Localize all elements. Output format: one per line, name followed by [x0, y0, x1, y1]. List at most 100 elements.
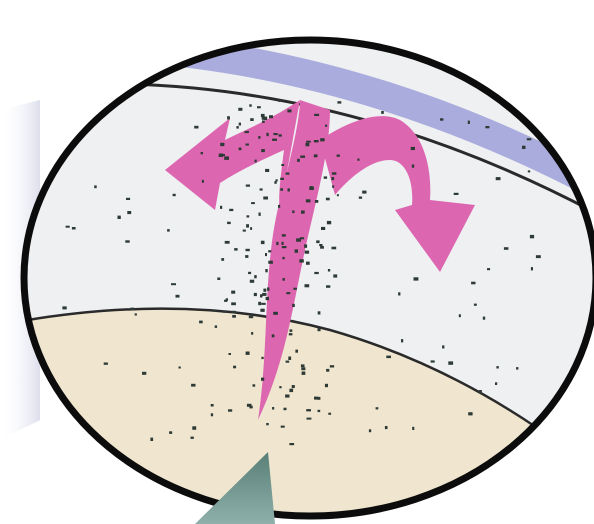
particle [246, 224, 249, 227]
particle [386, 356, 391, 359]
particle [219, 154, 224, 158]
particle [527, 138, 532, 140]
particle [179, 367, 181, 369]
particle [288, 188, 290, 191]
particle [267, 287, 269, 291]
particle [192, 426, 196, 430]
particle [331, 177, 334, 180]
particle [305, 251, 309, 254]
particle [328, 269, 330, 272]
particle [289, 333, 293, 335]
particle [251, 332, 253, 335]
particle [282, 246, 287, 248]
particle [286, 292, 290, 294]
particle [306, 141, 311, 143]
particle [357, 159, 359, 161]
particle [246, 352, 250, 355]
particle [273, 133, 277, 135]
particle [254, 293, 257, 296]
particle [274, 181, 276, 184]
particle [282, 257, 284, 259]
particle [130, 308, 134, 311]
particle [326, 198, 330, 201]
particle [226, 298, 228, 301]
particle [279, 134, 282, 136]
particle [300, 237, 304, 239]
particle [258, 136, 260, 139]
particle [474, 304, 477, 306]
particle [332, 247, 337, 250]
particle [214, 309, 216, 311]
particle [202, 180, 204, 183]
particle [167, 229, 170, 232]
particle [261, 149, 265, 152]
particle [414, 277, 419, 280]
particle [261, 378, 264, 381]
particle [337, 101, 341, 103]
particle [401, 339, 403, 342]
particle [306, 199, 311, 202]
particle [268, 250, 271, 252]
particle [284, 408, 287, 411]
particle [292, 304, 295, 307]
particle [301, 211, 305, 214]
particle [255, 160, 257, 163]
particle [314, 140, 319, 142]
particle [330, 365, 334, 367]
particle [304, 244, 307, 247]
particle [320, 138, 324, 141]
particle [260, 309, 264, 312]
particle [263, 289, 266, 292]
particle [332, 185, 334, 188]
particle [293, 288, 297, 290]
particle [381, 111, 384, 114]
particle [522, 146, 526, 149]
particle [299, 259, 303, 262]
particle [297, 159, 300, 162]
particle [328, 413, 331, 415]
particle [272, 139, 277, 141]
particle [245, 131, 249, 133]
particle [135, 313, 137, 315]
particle [280, 188, 283, 191]
particle [279, 100, 282, 102]
particle [314, 272, 319, 274]
particle [272, 407, 274, 410]
particle [239, 148, 242, 151]
particle [249, 316, 253, 319]
particle [318, 410, 321, 412]
particle [211, 404, 214, 407]
particle [285, 395, 289, 398]
particle [259, 213, 261, 216]
particle [306, 409, 311, 411]
particle [337, 155, 340, 157]
particle [369, 429, 371, 432]
particle [281, 426, 285, 428]
particle [300, 156, 305, 158]
particle [487, 268, 490, 270]
particle [173, 194, 176, 196]
particle [305, 284, 310, 287]
particle [246, 249, 250, 251]
particle [301, 367, 305, 370]
particle [283, 278, 285, 281]
particle [261, 114, 265, 117]
particle [504, 247, 509, 250]
particle [246, 144, 249, 146]
particle [191, 384, 195, 387]
particle [385, 426, 388, 429]
particle [290, 329, 293, 332]
particle [320, 246, 324, 249]
particle [398, 292, 400, 295]
particle [265, 169, 269, 172]
particle [261, 357, 263, 359]
particle [243, 230, 246, 232]
particle [316, 240, 319, 243]
particle [276, 242, 278, 245]
particle [266, 297, 269, 300]
particle [229, 353, 232, 355]
particle [269, 115, 273, 118]
particle [318, 397, 321, 400]
particle [246, 185, 250, 187]
